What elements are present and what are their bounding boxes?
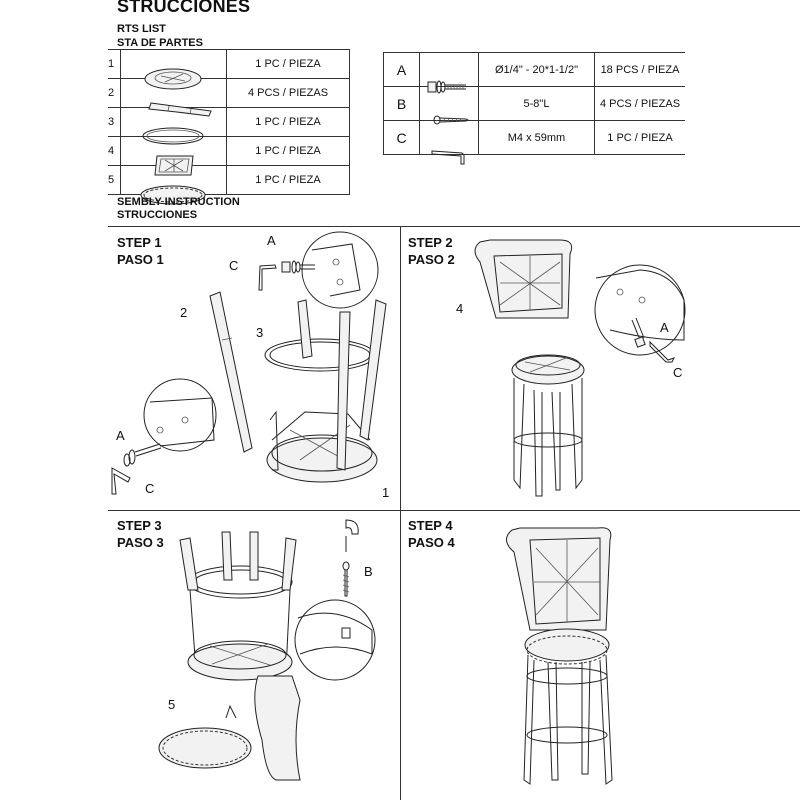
page-title: STRUCCIONES [117, 0, 251, 16]
part-qty: 1 PC / PIEZA [226, 165, 350, 195]
parts-list-heading-es: STA DE PARTES [117, 37, 203, 49]
hardware-spec: Ø1/4" - 20*1-1/2" [478, 52, 595, 87]
callout-2: 2 [180, 305, 188, 320]
callout-a: A [116, 428, 125, 443]
assembly-heading-es: STRUCCIONES [117, 209, 198, 221]
seat-base-icon [144, 68, 202, 90]
hardware-qty: 1 PC / PIEZA [594, 120, 685, 155]
table-row: C M4 x 59mm 1 PC / PIEZA [383, 120, 685, 164]
backrest-icon [154, 155, 194, 176]
parts-list-table: 1 1 PC / PIEZA 2 4 PCS / PIEZAS 3 1 PC /… [108, 49, 350, 205]
assembly-heading: SEMBLY INSTRUCTION [117, 196, 240, 208]
hardware-spec: M4 x 59mm [478, 120, 595, 155]
part-qty: 1 PC / PIEZA [226, 49, 350, 79]
cushion-icon [140, 185, 206, 205]
table-row: 1 1 PC / PIEZA [108, 49, 350, 90]
callout-1: 1 [382, 485, 390, 500]
callout-5: 5 [168, 697, 176, 712]
callout-4: 4 [456, 301, 464, 316]
callout-3: 3 [256, 325, 264, 340]
bolt-washer-icon [427, 80, 466, 93]
hardware-letter: C [383, 120, 420, 155]
part-qty: 4 PCS / PIEZAS [226, 78, 350, 108]
hardware-letter: B [383, 86, 420, 121]
callout-a: A [660, 320, 669, 335]
screw-icon [433, 115, 470, 124]
ring-icon [142, 127, 204, 145]
callout-c: C [145, 481, 155, 496]
part-qty: 1 PC / PIEZA [226, 136, 350, 166]
divider [108, 226, 800, 227]
allen-key-icon [431, 149, 465, 164]
callout-c: C [673, 365, 683, 380]
divider [400, 226, 401, 800]
part-qty: 1 PC / PIEZA [226, 107, 350, 137]
hardware-table: A Ø1/4" - 20*1-1/2" 18 PCS / PIEZA B 5-8… [383, 52, 685, 164]
hardware-qty: 4 PCS / PIEZAS [594, 86, 685, 121]
table-row: 4 1 PC / PIEZA [108, 136, 350, 176]
callout-c: C [229, 258, 239, 273]
callout-b: B [364, 564, 373, 579]
parts-list-heading: RTS LIST [117, 23, 166, 35]
divider [108, 510, 800, 511]
callout-a: A [267, 233, 276, 248]
leg-icon [148, 102, 212, 117]
